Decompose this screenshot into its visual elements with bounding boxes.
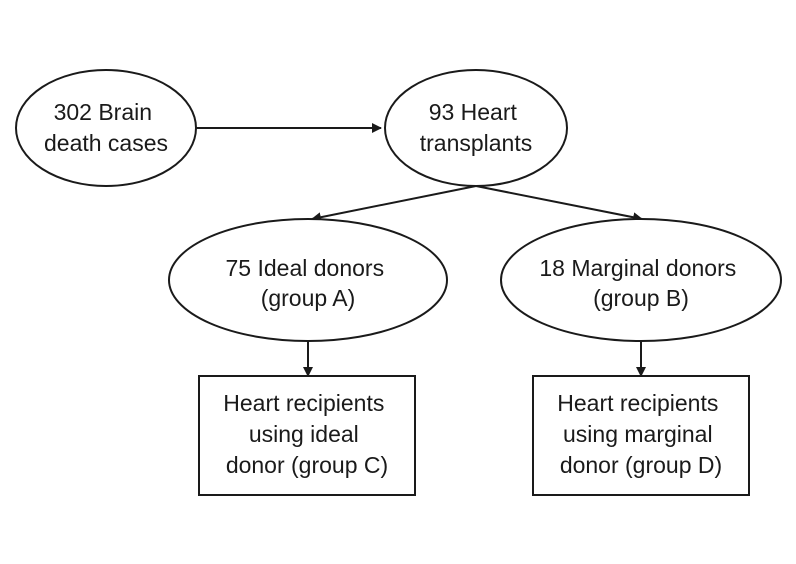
- node-marginal-donors: 18 Marginal donors (group B): [500, 218, 782, 342]
- node-ideal-donors-shape: [168, 218, 448, 342]
- node-marginal-recipients: Heart recipients using marginal donor (g…: [532, 375, 750, 496]
- node-brain-death-cases-line-2: death cases: [44, 130, 168, 156]
- node-marginal-recipients-line-3: donor (group D): [560, 452, 722, 478]
- node-marginal-recipients-label: Heart recipients using marginal donor (g…: [557, 390, 724, 478]
- node-marginal-recipients-line-1: Heart recipients: [557, 390, 718, 416]
- node-heart-transplants-line-2: transplants: [420, 130, 533, 156]
- node-ideal-donors-line-2: (group A): [261, 285, 356, 311]
- node-heart-transplants-label: 93 Heart transplants: [420, 99, 533, 156]
- node-ideal-donors-label: 75 Ideal donors (group A): [226, 255, 391, 311]
- node-brain-death-cases: 302 Brain death cases: [15, 69, 197, 187]
- node-ideal-recipients-line-1: Heart recipients: [223, 390, 384, 416]
- node-ideal-donors: 75 Ideal donors (group A): [168, 218, 448, 342]
- node-ideal-recipients-shape: [198, 375, 416, 496]
- node-marginal-recipients-shape: [532, 375, 750, 496]
- node-ideal-donors-line-1: 75 Ideal donors: [226, 255, 385, 281]
- node-heart-transplants: 93 Heart transplants: [384, 69, 568, 187]
- node-ideal-recipients-label: Heart recipients using ideal donor (grou…: [223, 390, 390, 478]
- node-marginal-donors-label: 18 Marginal donors (group B): [539, 255, 742, 311]
- node-brain-death-cases-label: 302 Brain death cases: [44, 99, 168, 156]
- edge-heart-transplants-to-ideal-donors: [311, 185, 477, 223]
- node-brain-death-cases-line-1: 302 Brain: [54, 99, 152, 125]
- node-marginal-donors-line-1: 18 Marginal donors: [539, 255, 736, 281]
- node-ideal-recipients: Heart recipients using ideal donor (grou…: [198, 375, 416, 496]
- edge-heart-transplants-to-marginal-donors: [475, 185, 643, 223]
- node-heart-transplants-line-1: 93 Heart: [429, 99, 518, 125]
- node-marginal-recipients-line-2: using marginal: [563, 421, 713, 447]
- node-ideal-recipients-line-3: donor (group C): [226, 452, 388, 478]
- node-marginal-donors-line-2: (group B): [593, 285, 689, 311]
- node-heart-transplants-shape: [384, 69, 568, 187]
- node-marginal-donors-shape: [500, 218, 782, 342]
- node-ideal-recipients-line-2: using ideal: [249, 421, 359, 447]
- node-brain-death-cases-shape: [15, 69, 197, 187]
